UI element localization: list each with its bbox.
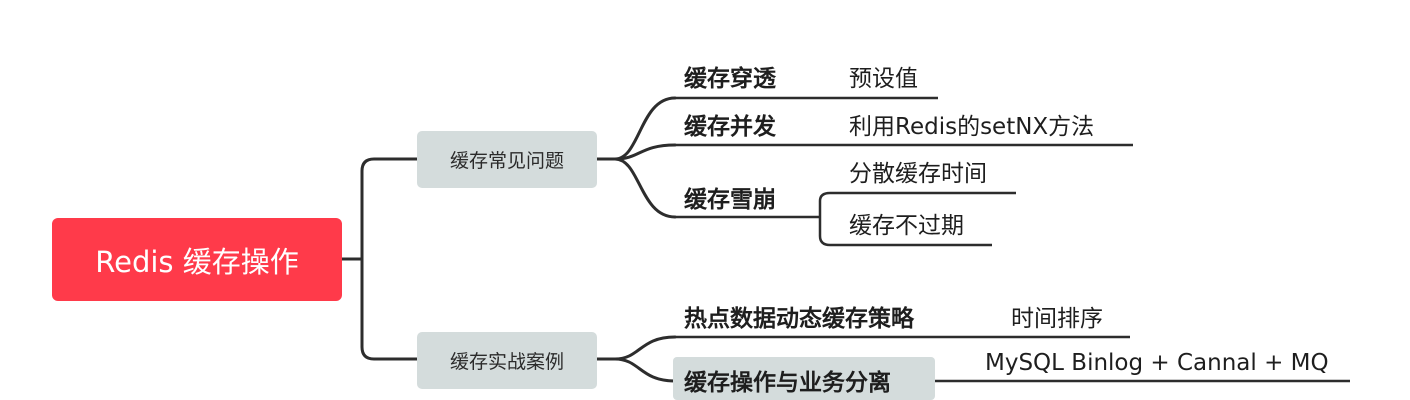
leaf-spread-cache-time[interactable]: 分散缓存时间 (849, 161, 987, 187)
selected-topic-highlight (673, 357, 935, 400)
branch-label: 缓存常见问题 (449, 150, 564, 172)
leaf-preset-value[interactable]: 预设值 (849, 66, 918, 92)
topic-cache-concurrency[interactable]: 缓存并发 (684, 114, 776, 140)
leaf-cache-never-expire[interactable]: 缓存不过期 (849, 213, 964, 239)
topic-hot-data-dynamic-cache[interactable]: 热点数据动态缓存策略 (684, 306, 914, 332)
connector-branch-2-topic-1 (595, 335, 677, 361)
connector-branch-1-topic-1 (595, 96, 677, 161)
leaf-binlog-cannal-mq[interactable]: MySQL Binlog + Cannal + MQ (985, 350, 1329, 376)
connector-branch-1-topic-2 (595, 143, 677, 161)
root-label: Redis 缓存操作 (95, 244, 299, 279)
connector-topic-1-3-leaves (818, 191, 1016, 247)
branch-node-practical-cases[interactable]: 缓存实战案例 (417, 332, 597, 389)
leaf-time-sort[interactable]: 时间排序 (1011, 306, 1103, 332)
topic-cache-business-separation[interactable]: 缓存操作与业务分离 (684, 370, 891, 396)
connector-branch-1-topic-3 (595, 157, 677, 219)
topic-cache-penetration[interactable]: 缓存穿透 (684, 66, 776, 92)
branch-label: 缓存实战案例 (449, 351, 564, 373)
leaf-redis-setnx[interactable]: 利用Redis的setNX方法 (849, 114, 1095, 140)
topic-cache-avalanche[interactable]: 缓存雪崩 (684, 187, 776, 213)
connector-root-branch-1 (340, 157, 419, 261)
branch-node-common-problems[interactable]: 缓存常见问题 (417, 131, 597, 188)
root-node[interactable]: Redis 缓存操作 (52, 218, 342, 301)
connector-branch-2-topic-2 (595, 357, 677, 383)
connector-root-branch-2 (340, 257, 419, 361)
